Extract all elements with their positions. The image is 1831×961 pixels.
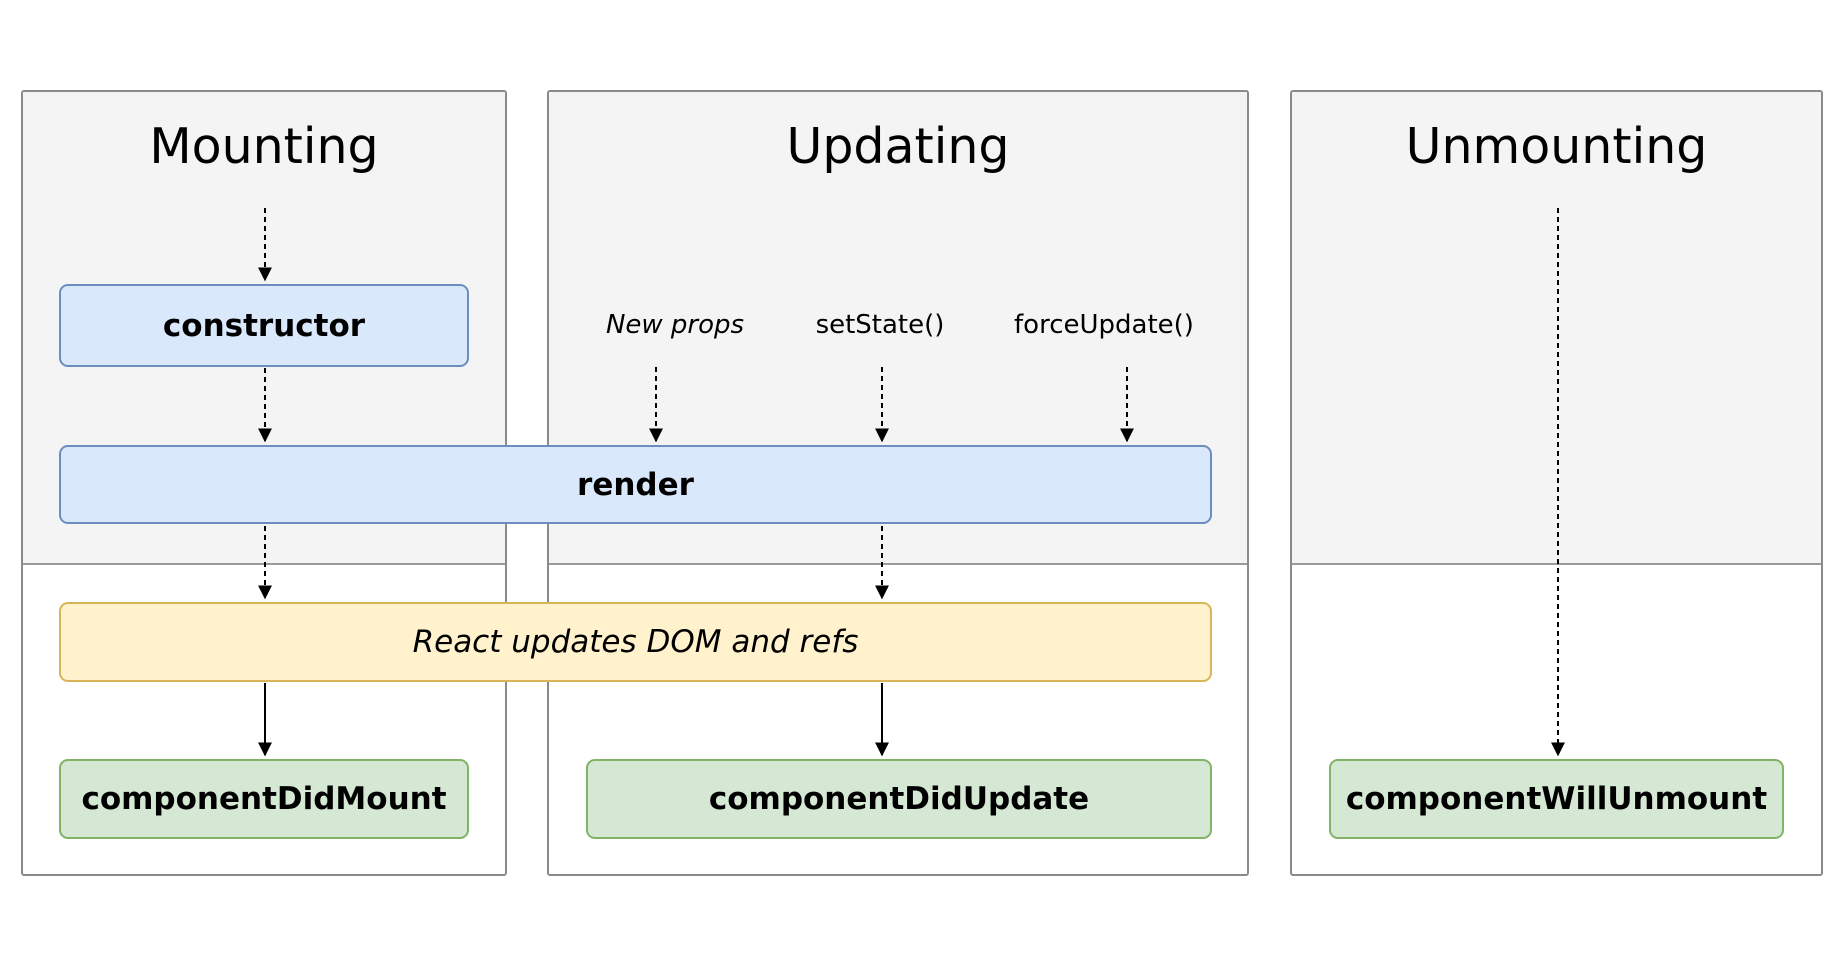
unmounting-title: Unmounting <box>1405 118 1708 175</box>
render-box: render <box>59 445 1212 524</box>
component-did-update-label: componentDidUpdate <box>708 781 1090 817</box>
component-did-mount-box: componentDidMount <box>59 759 469 839</box>
constructor-box: constructor <box>59 284 469 367</box>
mounting-title: Mounting <box>149 118 379 175</box>
react-updates-box: React updates DOM and refs <box>59 602 1212 682</box>
updating-title: Updating <box>786 118 1010 175</box>
component-will-unmount-box: componentWillUnmount <box>1329 759 1784 839</box>
constructor-label: constructor <box>162 307 366 344</box>
unmounting-render-phase <box>1292 92 1821 565</box>
force-update-trigger: forceUpdate() <box>1014 310 1194 340</box>
react-updates-label: React updates DOM and refs <box>412 624 859 660</box>
component-will-unmount-label: componentWillUnmount <box>1345 781 1768 817</box>
set-state-trigger: setState() <box>815 310 945 340</box>
component-did-update-box: componentDidUpdate <box>586 759 1212 839</box>
new-props-trigger: New props <box>605 310 745 340</box>
component-did-mount-label: componentDidMount <box>81 781 447 817</box>
render-label: render <box>577 466 694 503</box>
